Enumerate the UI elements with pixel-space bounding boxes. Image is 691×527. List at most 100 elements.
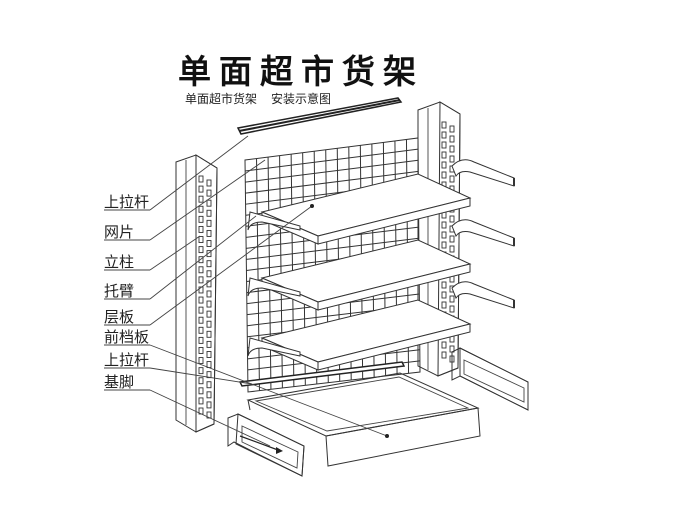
right-bracket bbox=[451, 281, 515, 309]
upright-hole bbox=[206, 391, 212, 399]
upright-hole bbox=[198, 316, 204, 324]
upright-hole bbox=[198, 266, 204, 274]
upright-hole bbox=[206, 290, 212, 298]
upright-hole bbox=[441, 221, 447, 229]
upright-hole bbox=[198, 387, 204, 395]
upright-hole bbox=[206, 381, 212, 389]
shelf-board bbox=[247, 239, 472, 311]
upright-hole bbox=[206, 229, 212, 237]
diagram-title: 单面超市货架 bbox=[178, 52, 424, 91]
label-shelf-board: 层板 bbox=[104, 308, 134, 326]
upright-hole bbox=[449, 135, 455, 143]
right-bracket bbox=[451, 219, 515, 247]
upright-hole bbox=[206, 351, 212, 358]
upright-hole bbox=[449, 305, 455, 313]
upright-hole bbox=[198, 326, 204, 334]
upright-hole bbox=[441, 141, 447, 149]
upright-hole bbox=[198, 246, 204, 254]
right-brackets bbox=[451, 159, 515, 309]
upright-hole bbox=[206, 401, 212, 409]
label-front-plate: 前档板 bbox=[104, 328, 149, 346]
upright-hole bbox=[198, 367, 204, 375]
upright-hole bbox=[206, 219, 212, 227]
left-upright-holes bbox=[198, 175, 212, 419]
right-upright-part bbox=[417, 101, 461, 377]
upright-hole bbox=[441, 231, 447, 239]
shelf-boards bbox=[247, 173, 472, 371]
upright-hole bbox=[449, 215, 455, 223]
upright-hole bbox=[198, 336, 204, 344]
mesh-wire bbox=[245, 159, 419, 183]
upright-hole bbox=[441, 171, 447, 179]
leader-lines bbox=[104, 135, 389, 447]
upright-hole bbox=[441, 341, 447, 349]
base-part bbox=[246, 372, 481, 467]
upright-hole bbox=[441, 161, 447, 169]
right-bracket bbox=[451, 159, 515, 187]
upright-hole bbox=[198, 215, 204, 223]
label-top-rail-2: 上拉杆 bbox=[104, 351, 149, 369]
upright-hole bbox=[449, 175, 455, 183]
upright-hole bbox=[206, 270, 212, 278]
upright-hole bbox=[198, 397, 204, 405]
upright-hole bbox=[206, 280, 212, 288]
bottom-rail-part bbox=[238, 361, 406, 387]
label-top-rail: 上拉杆 bbox=[104, 193, 149, 211]
upright-hole bbox=[441, 291, 447, 299]
upright-hole bbox=[449, 125, 455, 133]
subtitle-right: 安装示意图 bbox=[271, 92, 332, 106]
upright-hole bbox=[198, 175, 204, 183]
subtitle-left: 单面超市货架 bbox=[185, 92, 258, 106]
upright-hole bbox=[441, 151, 447, 159]
mesh-wire bbox=[245, 148, 419, 172]
upright-hole bbox=[206, 189, 212, 197]
upright-hole bbox=[198, 296, 204, 304]
upright-hole bbox=[198, 256, 204, 264]
top-rail-part bbox=[236, 97, 403, 135]
upright-hole bbox=[206, 240, 212, 247]
upright-hole bbox=[441, 241, 447, 249]
upright-hole bbox=[198, 185, 204, 193]
upright-hole bbox=[198, 195, 204, 203]
label-base-foot: 基脚 bbox=[104, 373, 134, 391]
base-foot-part bbox=[451, 347, 529, 411]
diagram-subtitle: 单面超市货架安装示意图 bbox=[185, 92, 331, 106]
upright-hole bbox=[206, 300, 212, 308]
mesh-wire bbox=[246, 237, 419, 260]
upright-hole bbox=[449, 155, 455, 163]
upright-hole bbox=[206, 320, 212, 328]
upright-hole bbox=[198, 205, 204, 213]
mesh-wire bbox=[256, 158, 260, 391]
upright-hole bbox=[441, 131, 447, 139]
upright-hole bbox=[198, 276, 204, 284]
upright-hole bbox=[206, 340, 212, 348]
upright-hole bbox=[198, 286, 204, 294]
label-upright: 立柱 bbox=[104, 253, 134, 271]
front-plate-part bbox=[227, 413, 305, 477]
upright-hole bbox=[198, 357, 204, 365]
upright-hole bbox=[198, 347, 204, 354]
label-mesh-panel: 网片 bbox=[104, 223, 134, 241]
upright-hole bbox=[198, 377, 204, 385]
mesh-wire bbox=[267, 157, 272, 390]
upright-hole bbox=[441, 281, 447, 289]
upright-hole bbox=[206, 330, 212, 338]
upright-hole bbox=[206, 250, 212, 258]
shelf-board bbox=[247, 299, 472, 371]
upright-hole bbox=[449, 145, 455, 153]
upright-hole bbox=[198, 225, 204, 233]
mesh-wire bbox=[245, 170, 419, 194]
upright-hole bbox=[206, 199, 212, 207]
shelf-board bbox=[247, 173, 472, 245]
upright-hole bbox=[198, 236, 204, 243]
upright-hole bbox=[441, 121, 447, 129]
upright-hole bbox=[449, 295, 455, 303]
upright-hole bbox=[441, 301, 447, 309]
upright-hole bbox=[206, 209, 212, 217]
upright-hole bbox=[449, 235, 455, 243]
upright-hole bbox=[206, 260, 212, 268]
upright-hole bbox=[441, 351, 447, 359]
upright-hole bbox=[449, 245, 455, 253]
